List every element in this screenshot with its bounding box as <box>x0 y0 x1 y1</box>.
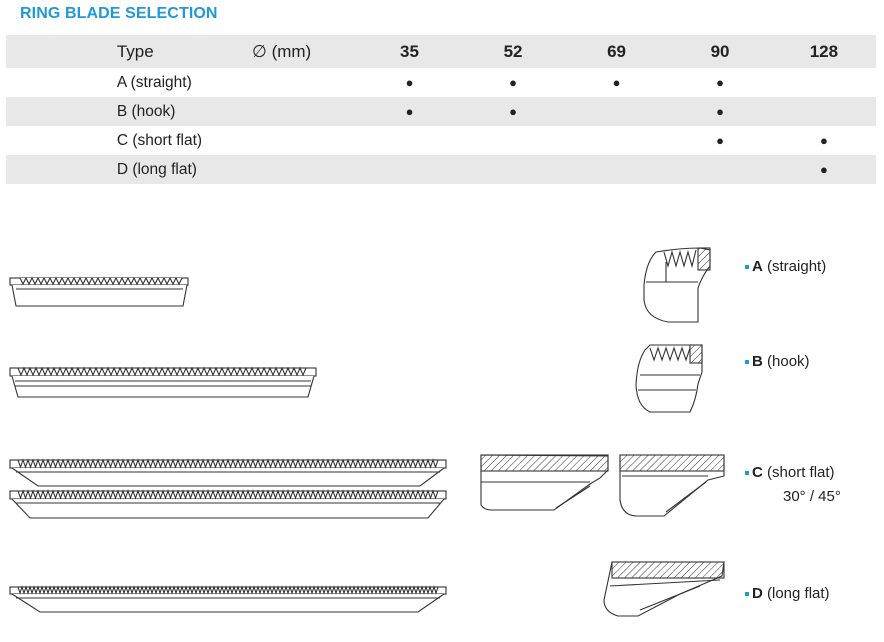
blade-a-side-view <box>9 276 189 307</box>
blade-b-label: B (hook) <box>745 353 810 370</box>
availability-cell: ● <box>716 75 724 90</box>
blade-d-profile <box>603 561 725 617</box>
page-title: RING BLADE SELECTION <box>20 5 218 22</box>
blade-d-label: D (long flat) <box>745 585 830 602</box>
size-header-52: 52 <box>461 35 565 68</box>
table-row: B (hook) ● ● ● <box>6 97 876 126</box>
bullet-square-icon <box>745 592 749 597</box>
bullet-square-icon <box>745 360 749 365</box>
availability-cell: ● <box>771 155 876 184</box>
bullet-square-icon <box>745 471 749 476</box>
availability-cell <box>357 155 462 184</box>
availability-cell <box>461 155 565 184</box>
blade-c-profile-30 <box>480 454 609 511</box>
blade-a-profile <box>643 247 711 323</box>
blade-c-side-view-bottom <box>9 489 447 519</box>
availability-cell: ● <box>819 133 828 148</box>
table-row: D (long flat) ● <box>6 155 876 184</box>
row-type-name: A (straight) <box>116 73 192 91</box>
availability-cell <box>564 155 669 184</box>
size-header-35: 35 <box>357 35 462 68</box>
blade-c-label: C (short flat) <box>745 464 835 481</box>
bullet-square-icon <box>745 265 749 270</box>
availability-cell: ● <box>357 97 462 126</box>
row-type-name: D (long flat) <box>116 155 253 184</box>
blade-c-angles: 30° / 45° <box>783 488 841 505</box>
availability-cell: ● <box>461 97 565 126</box>
table-header-row: Type ∅ (mm) 35 52 69 90 128 <box>6 35 876 68</box>
availability-cell <box>564 97 669 126</box>
row-type-name: C (short flat) <box>116 131 203 149</box>
availability-cell: ● <box>716 133 724 148</box>
availability-cell <box>771 97 876 126</box>
availability-cell: ● <box>405 75 414 90</box>
type-header: Type <box>116 35 253 68</box>
blade-d-side-view <box>9 585 447 613</box>
availability-cell: ● <box>509 75 517 90</box>
availability-cell <box>668 155 772 184</box>
table-row: C (short flat) ● ● <box>6 126 876 155</box>
blade-c-profile-45 <box>619 454 725 517</box>
blade-c-side-view-top <box>9 458 447 487</box>
table-row: A (straight) ● ● ● ● <box>6 68 876 97</box>
blade-b-profile <box>635 344 703 413</box>
availability-cell: ● <box>668 97 772 126</box>
size-header-69: 69 <box>564 35 669 68</box>
size-header-128: 128 <box>771 35 876 68</box>
ring-blade-table: Type ∅ (mm) 35 52 69 90 128 A (straight)… <box>6 35 876 184</box>
availability-cell: ● <box>612 75 621 90</box>
size-header-90: 90 <box>668 35 772 68</box>
diameter-header: ∅ (mm) <box>252 35 358 68</box>
blade-b-side-view <box>9 366 317 398</box>
row-type-name: B (hook) <box>116 97 253 126</box>
blade-a-label: A (straight) <box>745 258 826 275</box>
